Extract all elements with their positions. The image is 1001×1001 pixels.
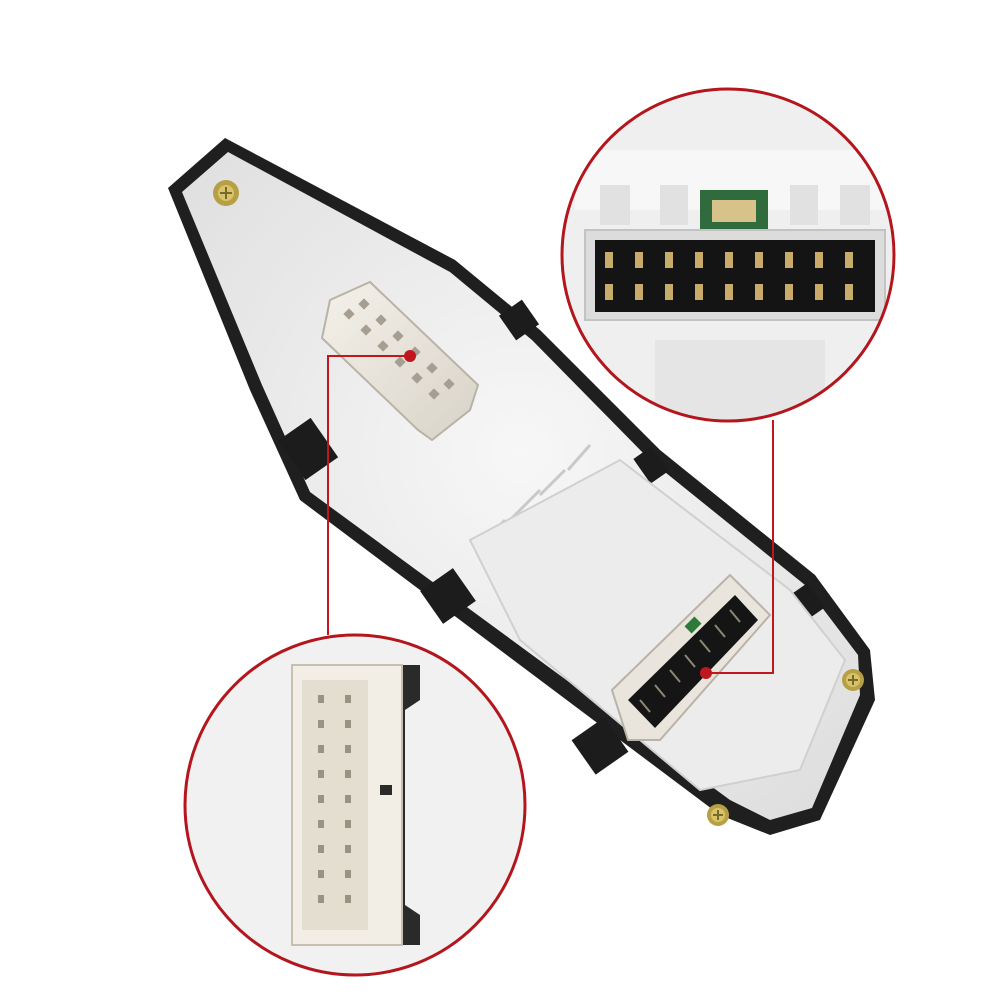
callout-line-upper: [327, 355, 410, 635]
screw-top: [213, 180, 239, 206]
callout-dot-upper: [404, 350, 416, 362]
housing-platform: [468, 458, 847, 792]
zoom-circle-upper: [560, 87, 896, 423]
switch-body: [168, 138, 875, 835]
mounting-tabs: [277, 299, 825, 775]
callout-lines: [327, 355, 774, 674]
connector-upper: [320, 280, 480, 442]
connector-lower: [610, 573, 772, 741]
screw-bottom: [707, 804, 729, 826]
screw-right: [842, 669, 864, 691]
zoom-circle-lower: [183, 633, 527, 977]
callout-dot-lower: [700, 667, 712, 679]
callout-line-lower: [706, 420, 774, 674]
